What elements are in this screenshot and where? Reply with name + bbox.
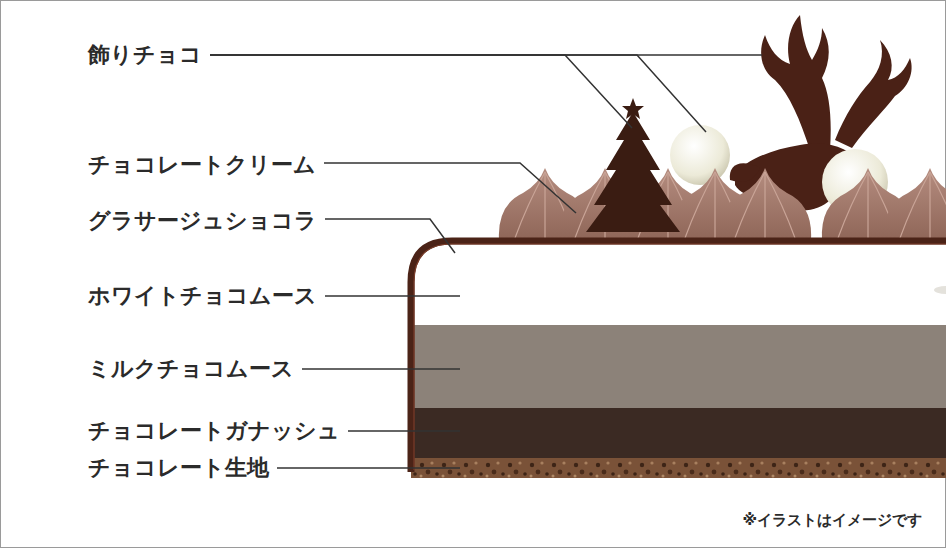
part-label: グラサージュショコラ	[88, 208, 317, 234]
leader-line	[325, 219, 455, 253]
cream-ridge	[765, 172, 795, 238]
leader-line	[277, 467, 460, 469]
cream-swirl	[884, 168, 946, 240]
cream-ridge	[929, 172, 930, 238]
leader-line	[210, 55, 706, 132]
leader-line	[324, 163, 576, 213]
cream-ridge	[714, 172, 715, 238]
part-label: チョコレート生地	[88, 455, 269, 481]
part-label: 飾りチョコ	[88, 42, 202, 68]
leader-line	[302, 368, 460, 370]
cream-ridge	[735, 172, 765, 238]
leader-line	[348, 430, 460, 432]
part-label: チョコレートガナッシュ	[88, 418, 340, 444]
cream-ridge	[900, 172, 930, 238]
cake-layers	[400, 235, 946, 480]
glaze-chocolate	[411, 241, 946, 472]
part-label: チョコレートクリーム	[88, 152, 316, 178]
cream-ridge	[685, 172, 715, 238]
part-label: ホワイトチョコムース	[88, 283, 317, 309]
cream-ridge	[867, 172, 868, 238]
tree-chocolate	[586, 98, 680, 232]
cream-ridge	[544, 172, 545, 238]
cream-ridge	[838, 172, 868, 238]
glaze-highlight	[414, 244, 946, 470]
part-label: ミルクチョコムース	[88, 356, 294, 382]
white-chocolate-ball	[670, 125, 730, 185]
leader-line	[210, 55, 632, 128]
leader-line	[325, 295, 460, 297]
note-text: ※イラストはイメージです	[742, 511, 922, 529]
cream-ridge	[930, 172, 946, 238]
cream-ridge	[764, 172, 765, 238]
cream-swirl	[719, 168, 811, 240]
